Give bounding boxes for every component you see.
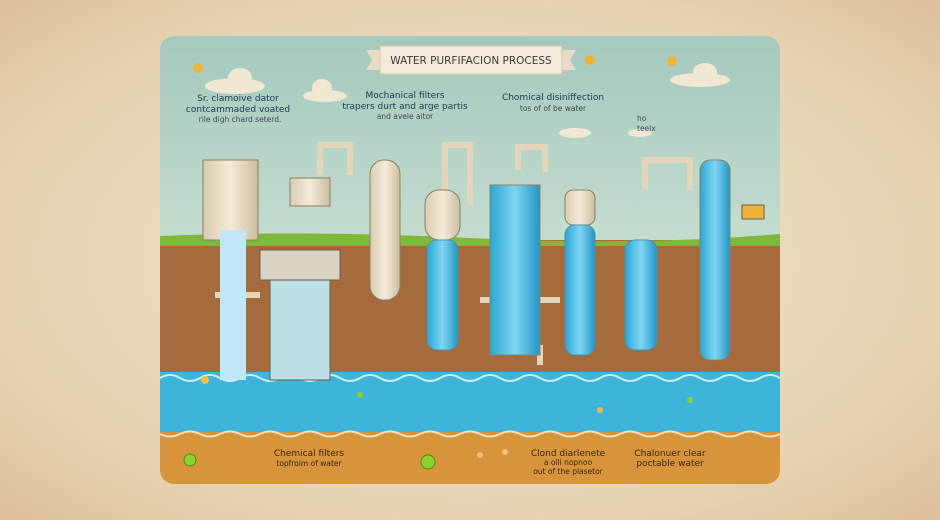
label-line: trapers durt and arge partis bbox=[342, 102, 468, 112]
label-line: Chomical disiniffection bbox=[502, 93, 604, 103]
label-line: rile digh chard seterd. bbox=[199, 115, 282, 124]
label-line: Chemical filters bbox=[274, 449, 345, 459]
clouds bbox=[205, 63, 730, 138]
top-label-3: Chomical disiniffection tos of of be wat… bbox=[502, 93, 604, 113]
top-label-1: Sr. clamoive dator contcammaded voated r… bbox=[186, 94, 290, 124]
top-label-2: Mochanical filters trapers durt and arge… bbox=[342, 91, 468, 121]
top-label-4: ho teelx bbox=[637, 114, 656, 133]
sand-layer bbox=[160, 432, 780, 484]
label-line: tos of of be water bbox=[520, 104, 587, 113]
label-line: teelx bbox=[637, 124, 656, 133]
grass bbox=[160, 233, 780, 246]
sign bbox=[741, 204, 765, 220]
label-line: contcammaded voated bbox=[186, 105, 290, 115]
bottom-label-3: Chalonuer clear poctable water bbox=[634, 449, 706, 469]
label-line: and avele aitor bbox=[377, 112, 434, 121]
bottom-label-2: Clond diarlenete a olli nopnoo out of th… bbox=[531, 449, 606, 476]
label-line: ho bbox=[637, 114, 647, 123]
filtration-tanks bbox=[202, 159, 765, 381]
bubbles bbox=[183, 55, 693, 470]
label-line: poctable water bbox=[636, 459, 704, 469]
groundwater bbox=[160, 372, 780, 434]
label-line: a olli nopnoo bbox=[544, 458, 593, 467]
title: WATER PURFIFACION PROCESS bbox=[390, 55, 552, 67]
label-line: Mochanical filters bbox=[365, 91, 444, 101]
soil bbox=[160, 240, 780, 375]
bottom-label-1: Chemical filters topfroim of water bbox=[274, 449, 345, 468]
label-line: out of the plasetor bbox=[533, 467, 603, 476]
label-line: Sr. clamoive dator bbox=[197, 94, 279, 104]
title-banner: WATER PURFIFACION PROCESS bbox=[366, 45, 576, 75]
label-line: Chalonuer clear bbox=[634, 449, 706, 459]
label-line: Clond diarlenete bbox=[531, 449, 606, 459]
label-line: topfroim of water bbox=[276, 459, 342, 468]
